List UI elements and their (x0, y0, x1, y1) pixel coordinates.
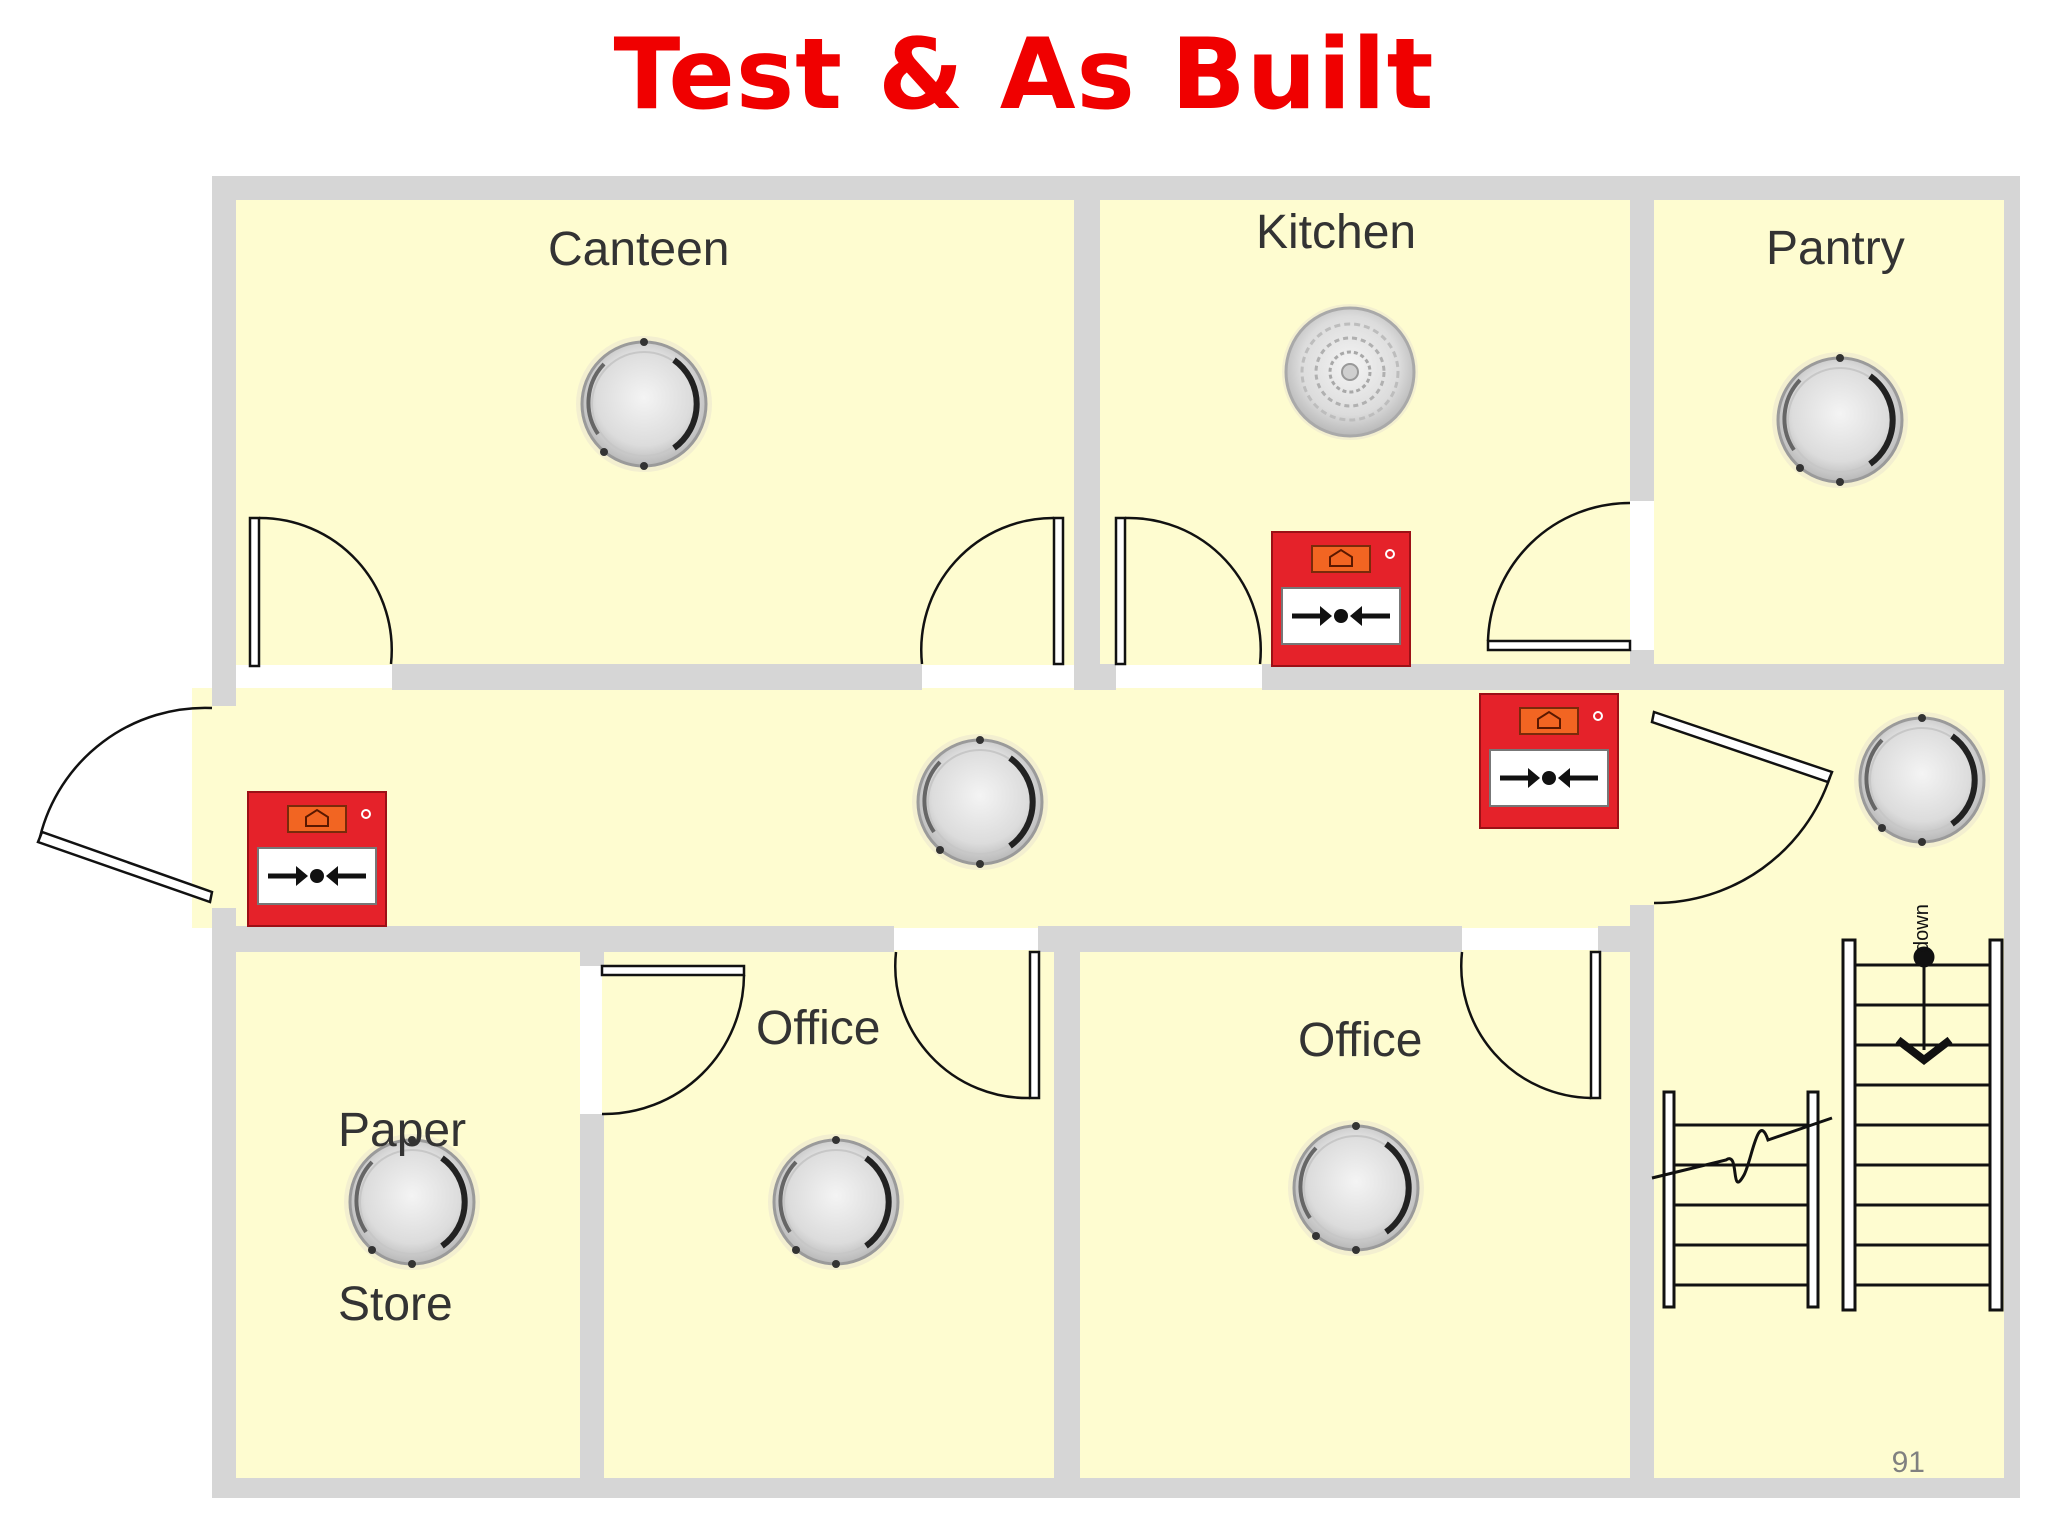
room-label-paper-store-line2: Store (338, 1278, 453, 1331)
smoke-detector-icon (1772, 352, 1908, 488)
room-label-paper-store-line1: Paper (338, 1104, 467, 1157)
heat-detector-icon (1280, 302, 1420, 442)
doors (36, 501, 1834, 1116)
room-label-office-2: Office (1298, 1014, 1423, 1067)
room-label-paper-store: Paper Store (338, 986, 466, 1392)
room-label-kitchen: Kitchen (1256, 206, 1417, 259)
smoke-detector-icon (912, 734, 1048, 870)
manual-call-point-icon (1272, 532, 1410, 666)
smoke-detector-icon (576, 336, 712, 472)
room-label-pantry: Pantry (1766, 222, 1905, 275)
manual-call-point-icon (1480, 694, 1618, 828)
stair-direction-label: down (1911, 904, 1933, 952)
smoke-detector-icon (768, 1134, 904, 1270)
slide-title: Test & As Built (613, 18, 1435, 132)
stairs (1651, 938, 2004, 1312)
manual-call-point-icon (248, 792, 386, 926)
floor-areas (192, 200, 2008, 1478)
room-label-canteen: Canteen (548, 223, 730, 276)
smoke-detector-icon (1854, 712, 1990, 848)
room-label-office-1: Office (756, 1002, 881, 1055)
page-number: 91 (1891, 1446, 1925, 1479)
walls (212, 176, 2020, 1498)
smoke-detector-icon (1288, 1120, 1424, 1256)
